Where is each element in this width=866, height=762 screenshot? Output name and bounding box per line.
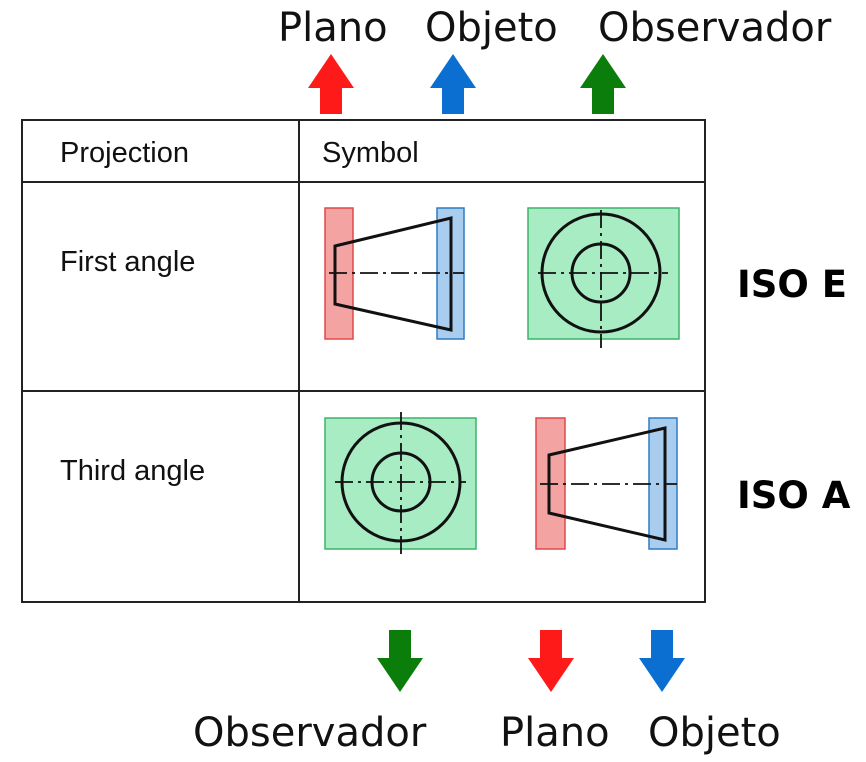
top-label-plano: Plano	[278, 5, 388, 51]
arrow-down-plano	[528, 630, 574, 692]
third-angle-end-view	[324, 412, 477, 556]
top-label-objeto: Objeto	[425, 5, 558, 51]
iso-e-label: ISO E	[737, 263, 848, 306]
first-angle-end-view	[527, 207, 680, 348]
row-third-angle-label: Third angle	[60, 455, 206, 487]
arrow-up-objeto	[430, 54, 476, 114]
bottom-label-observador: Observador	[193, 710, 427, 756]
header-projection: Projection	[60, 137, 189, 169]
arrow-down-objeto	[639, 630, 685, 692]
iso-a-label: ISO A	[737, 474, 851, 517]
projection-table	[21, 119, 706, 603]
arrow-up-plano	[308, 54, 354, 114]
bottom-label-objeto: Objeto	[648, 710, 781, 756]
first-angle-side-view	[324, 207, 465, 340]
bottom-label-plano: Plano	[500, 710, 610, 756]
header-symbol: Symbol	[322, 137, 419, 169]
arrow-up-observador	[580, 54, 626, 114]
top-label-observador: Observador	[598, 5, 832, 51]
arrow-down-observador	[377, 630, 423, 692]
row-first-angle-label: First angle	[60, 246, 196, 278]
third-angle-side-view	[535, 417, 678, 550]
